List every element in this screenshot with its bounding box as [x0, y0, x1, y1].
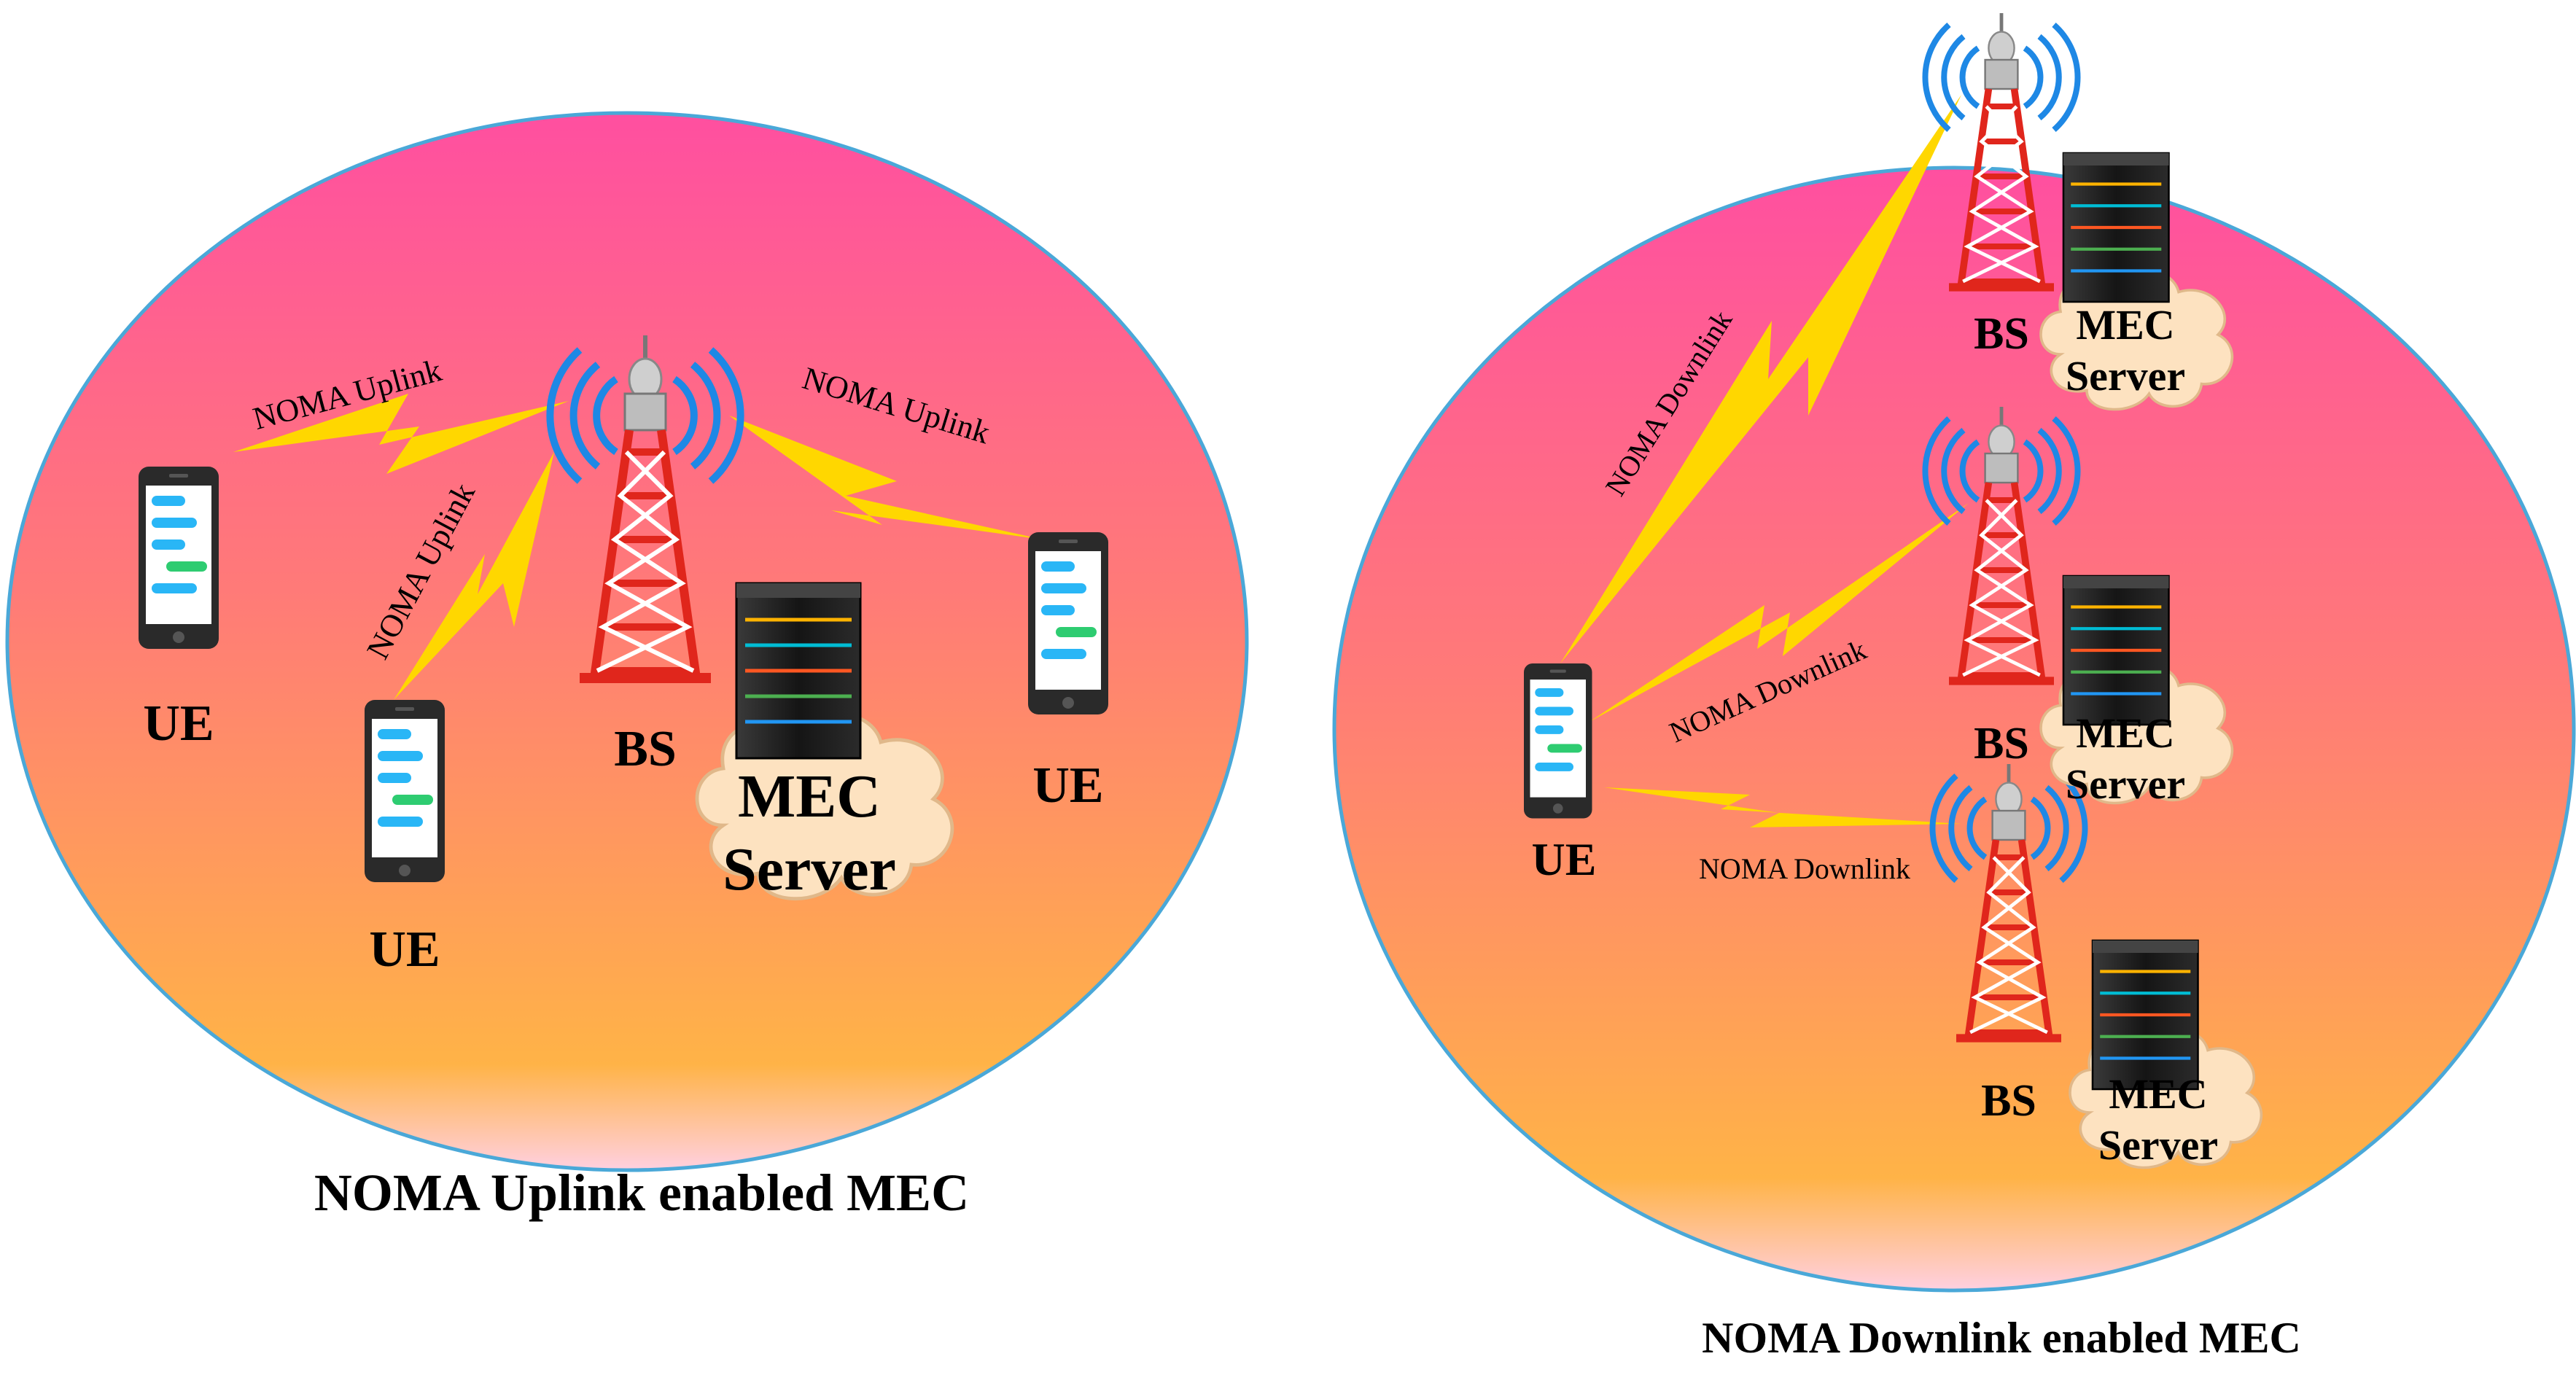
downlink-server2-label-line1: MEC — [2076, 709, 2174, 757]
downlink-caption: NOMA Downlink enabled MEC — [1702, 1314, 2301, 1362]
uplink-phone-2 — [365, 700, 445, 882]
uplink-ue-label-3: UE — [1032, 757, 1103, 814]
uplink-caption: NOMA Uplink enabled MEC — [314, 1164, 969, 1222]
downlink-server-icon-1 — [2063, 153, 2169, 302]
downlink-bs-label-1: BS — [1974, 309, 2029, 359]
downlink-ue-label: UE — [1532, 833, 1597, 885]
downlink-lightning-1 — [1560, 95, 1961, 663]
downlink-lightning-3 — [1604, 787, 1961, 827]
uplink-coverage-ellipse — [5, 111, 1249, 1172]
downlink-server3-label-line2: Server — [2098, 1121, 2218, 1169]
downlink-link-label-3: NOMA Downlink — [1699, 852, 1910, 885]
downlink-bs-label-3: BS — [1981, 1076, 2036, 1126]
uplink-phone-3 — [1028, 532, 1108, 714]
uplink-phone-1 — [139, 467, 219, 649]
downlink-server-icon-3 — [2093, 940, 2198, 1089]
uplink-ue-label-2: UE — [369, 922, 440, 978]
downlink-bs-label-2: BS — [1974, 719, 2029, 768]
uplink-lightning-3 — [729, 416, 1043, 540]
uplink-lightning-2 — [394, 452, 554, 700]
uplink-server-label-line2: Server — [723, 835, 896, 903]
uplink-bs-label: BS — [614, 721, 677, 777]
uplink-lightning-1 — [233, 394, 569, 474]
downlink-lightning-2 — [1589, 503, 1969, 722]
downlink-server3-label-line1: MEC — [2109, 1070, 2207, 1118]
downlink-server1-label-line1: MEC — [2076, 301, 2174, 348]
uplink-server-label-line1: MEC — [738, 763, 881, 830]
downlink-server-icon-2 — [2063, 576, 2169, 725]
downlink-server1-label-line2: Server — [2066, 352, 2185, 400]
uplink-ue-label-1: UE — [143, 696, 214, 752]
downlink-phone — [1524, 663, 1592, 819]
downlink-coverage-ellipse — [1332, 165, 2576, 1293]
uplink-server-icon — [736, 583, 860, 758]
downlink-server2-label-line2: Server — [2066, 760, 2185, 808]
